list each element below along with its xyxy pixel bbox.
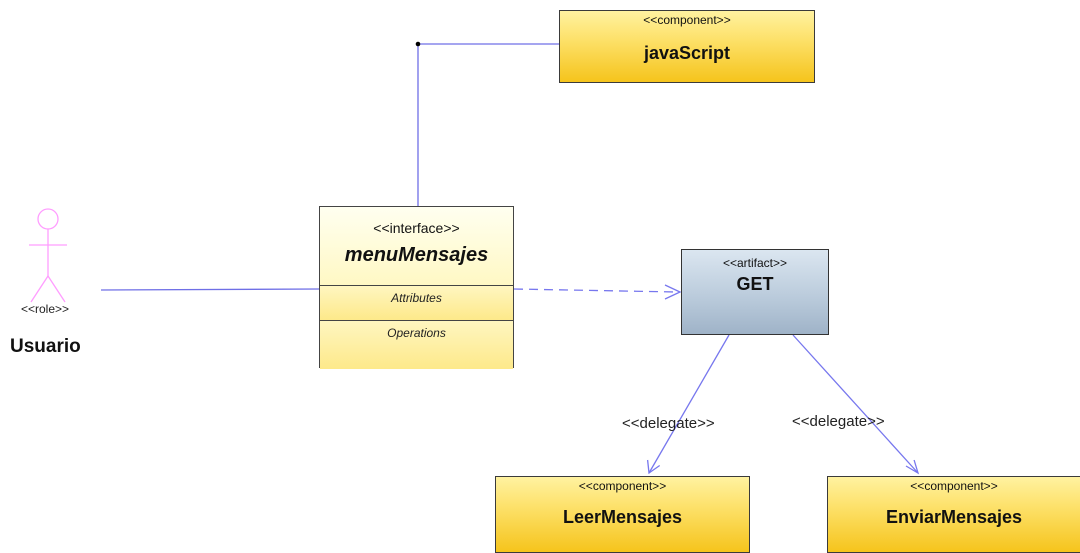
component-stereotype: <<component>> (910, 479, 998, 493)
artifact-stereotype: <<artifact>> (722, 256, 788, 270)
enviar-mensajes-component[interactable]: <<component>> EnviarMensajes (827, 476, 1080, 553)
component-stereotype: <<component>> (578, 479, 667, 493)
leer-mensajes-component[interactable]: <<component>> LeerMensajes (495, 476, 750, 553)
actor-stereotype: <<role>> (20, 302, 70, 316)
component-name: javaScript (643, 43, 731, 63)
interface-stereotype: <<interface>> (373, 220, 460, 236)
operations-section[interactable]: Operations (320, 321, 513, 369)
javascript-component[interactable]: <<component>> javaScript (559, 10, 815, 83)
artifact-name: GET (736, 274, 774, 294)
delegate-arrowhead-enviar-icon (905, 459, 920, 475)
attributes-section[interactable]: Attributes (320, 286, 513, 321)
delegate-line-leer[interactable] (648, 334, 730, 474)
interface-name: menuMensajes (344, 244, 489, 266)
delegate-line-enviar[interactable] (792, 334, 919, 474)
association-line[interactable] (100, 288, 320, 291)
menu-mensajes-interface[interactable]: <<interface>> menuMensajes Attributes Op… (319, 206, 514, 369)
javascript-connector-line[interactable] (417, 43, 559, 206)
dependency-line[interactable] (513, 288, 678, 293)
actor-name[interactable]: Usuario (10, 336, 81, 357)
actor-icon (29, 208, 67, 303)
interface-header: <<interface>> menuMensajes (320, 207, 513, 286)
dependency-arrowhead-icon (664, 284, 682, 300)
component-name: EnviarMensajes (885, 507, 1023, 527)
component-stereotype: <<component>> (643, 13, 731, 27)
component-name: LeerMensajes (562, 507, 683, 527)
get-artifact[interactable]: <<artifact>> GET (681, 249, 829, 335)
delegate-label-right: <<delegate>> (792, 413, 885, 430)
connector-dot-icon (415, 41, 421, 47)
delegate-arrowhead-leer-icon (646, 459, 661, 475)
delegate-label-left: <<delegate>> (622, 415, 715, 432)
